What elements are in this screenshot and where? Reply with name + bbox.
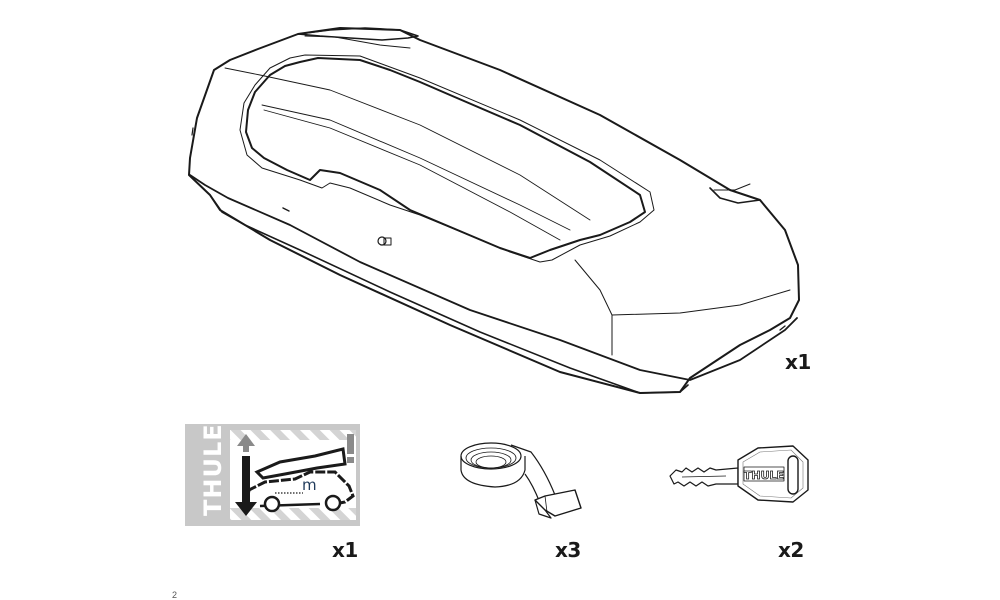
key-quantity: x2 (778, 538, 804, 562)
key-item: THULE (668, 440, 813, 505)
page-number: 2 (172, 590, 178, 600)
roof-box-quantity: x1 (785, 350, 811, 374)
roof-box-item: x1 (188, 27, 811, 394)
sticker-unit-label: m (302, 476, 317, 494)
key-brand-label: THULE (744, 469, 784, 482)
height-warning-sticker-item: THULE m (185, 423, 360, 526)
key-icon: THULE (669, 445, 809, 503)
roof-box-icon (188, 27, 800, 394)
svg-text:THULE: THULE (199, 423, 227, 516)
strap-icon (460, 442, 582, 519)
strap-item (455, 430, 595, 530)
height-warning-sticker-icon: THULE (185, 423, 360, 526)
strap-quantity: x3 (555, 538, 581, 562)
sticker-quantity: x1 (332, 538, 358, 562)
